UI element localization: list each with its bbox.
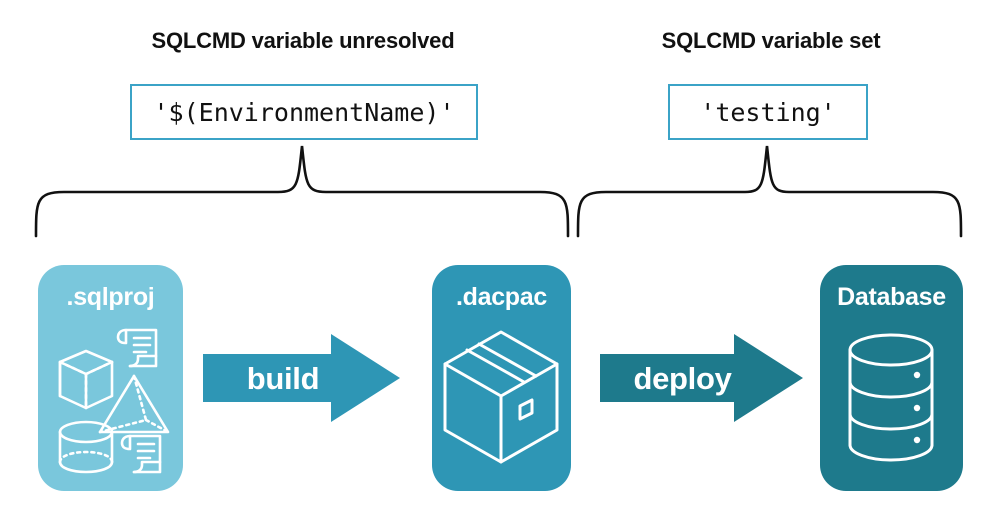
entity-label-dacpac: .dacpac [455, 283, 547, 311]
entity-label-database: Database [837, 283, 946, 311]
cube-wireframe-icon [58, 349, 114, 410]
arrow-build-label: build [246, 361, 320, 396]
arrow-build [203, 334, 400, 422]
scroll-icon [116, 328, 158, 368]
brace-build-stage [34, 145, 570, 238]
heading-sqlcmd-variable-unresolved: SQLCMD variable unresolved [151, 28, 455, 53]
code-box-testing: 'testing' [668, 84, 868, 140]
entity-box-database: Database [820, 265, 963, 491]
code-box-environment-name: '$(EnvironmentName)' [130, 84, 478, 140]
sqlproj-artwork [58, 328, 170, 474]
arrow-deploy [600, 334, 803, 422]
entity-label-sqlproj: .sqlproj [66, 283, 155, 311]
pyramid-wireframe-icon [98, 374, 170, 434]
dacpac-artwork [443, 330, 559, 464]
entity-box-dacpac: .dacpac [432, 265, 571, 491]
database-cylinder-icon [848, 333, 934, 462]
heading-sqlcmd-variable-set: SQLCMD variable set [661, 28, 881, 53]
scroll-icon [120, 434, 162, 474]
database-artwork [848, 333, 934, 462]
cylinder-wireframe-icon [58, 420, 114, 474]
arrow-deploy-label: deploy [633, 361, 732, 396]
brace-deploy-stage [576, 145, 963, 238]
package-box-icon [443, 330, 559, 464]
entity-box-sqlproj: .sqlproj [38, 265, 183, 491]
